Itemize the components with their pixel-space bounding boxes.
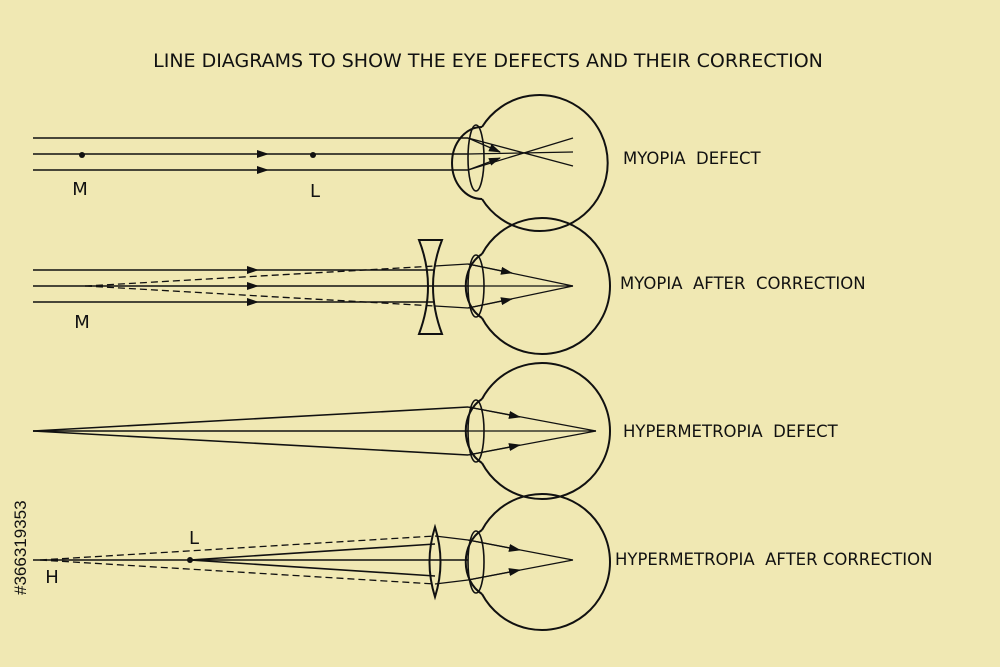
panel-label-myopia-correction: MYOPIA AFTER CORRECTION [620, 274, 866, 293]
refracted-rays [434, 535, 574, 585]
point-l [187, 557, 193, 563]
hypermetropia-defect-panel [32, 362, 611, 500]
incoming-rays [33, 543, 468, 577]
incoming-rays [33, 137, 468, 174]
refracted-rays [467, 406, 597, 456]
panel-label-hypermetropia-defect: HYPERMETROPIA DEFECT [623, 422, 839, 441]
myopia-correction-panel [33, 217, 611, 355]
point-label-l: L [310, 181, 320, 202]
diagram-title: LINE DIAGRAMS TO SHOW THE EYE DEFECTS AN… [153, 50, 823, 72]
refracted-rays [467, 137, 574, 171]
stock-id: #366319353 [11, 500, 30, 595]
diverged-rays [84, 265, 436, 307]
incoming-rays [33, 266, 468, 306]
myopia-defect-panel [33, 94, 609, 232]
point-m [79, 152, 85, 158]
panel-label-hypermetropia-correction: HYPERMETROPIA AFTER CORRECTION [615, 550, 932, 569]
refracted-rays [434, 263, 574, 309]
point-l [310, 152, 316, 158]
point-label-l: L [189, 528, 199, 549]
panel-label-myopia-defect: MYOPIA DEFECT [623, 149, 762, 168]
point-label-h: H [45, 567, 59, 588]
point-label-m: M [72, 179, 88, 200]
point-label-m: M [74, 312, 90, 333]
convex-lens [428, 523, 442, 601]
hypermetropia-correction-panel [33, 493, 611, 631]
eyeball [464, 493, 611, 631]
eyeball [451, 94, 609, 232]
incoming-rays [32, 406, 469, 456]
concave-lens [417, 239, 444, 335]
